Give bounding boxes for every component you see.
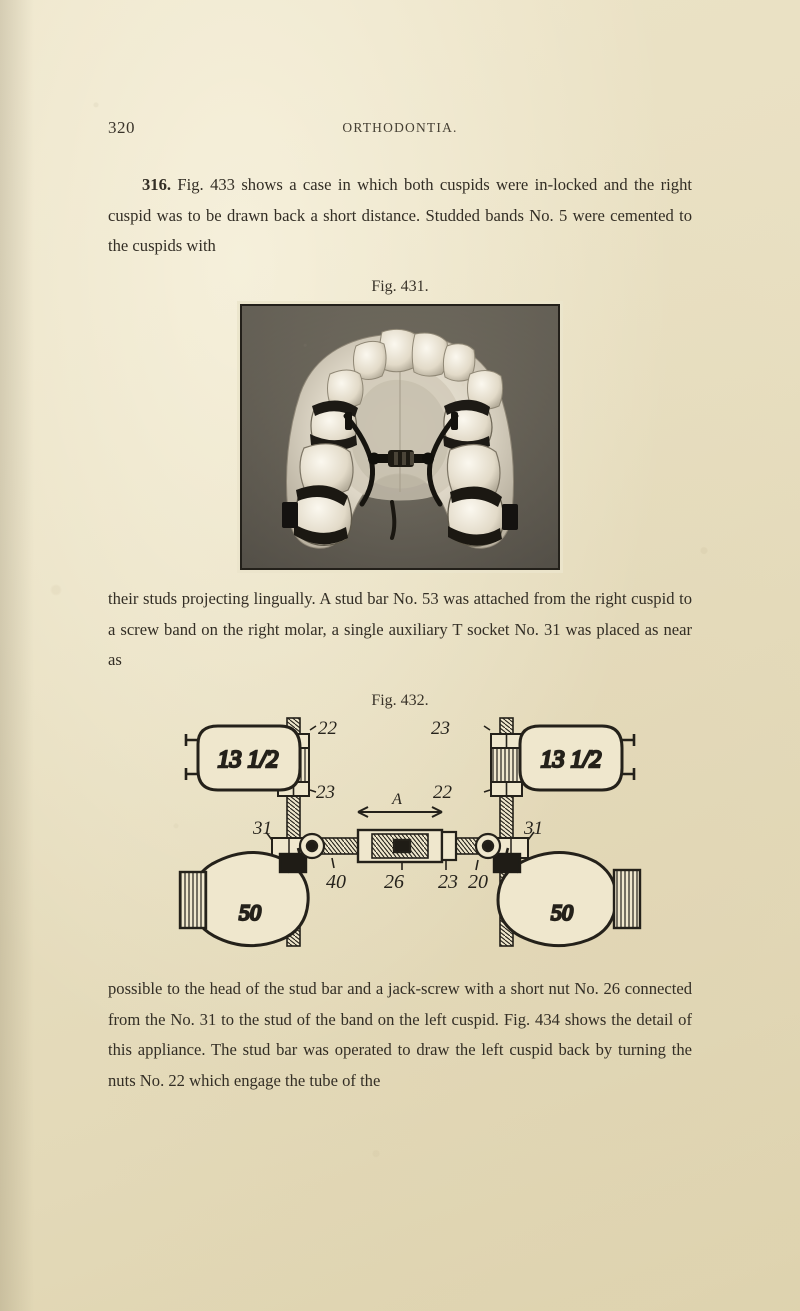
label-band-upper-right: 13 1/2: [541, 747, 602, 773]
label-part-40: 40: [326, 871, 346, 893]
paragraph-316-text: Fig. 433 shows a case in which both cusp…: [108, 175, 692, 255]
label-band-lower-right: 50: [551, 900, 573, 925]
running-title: ORTHODONTIA.: [342, 120, 458, 135]
dental-cast-illustration: [242, 306, 558, 569]
figure-432-caption: Fig. 432.: [371, 692, 429, 710]
label-band-upper-left: 13 1/2: [218, 747, 279, 773]
label-arrow-a: A: [391, 791, 402, 808]
figure-431-wrapper: [108, 304, 692, 571]
section-number: 316.: [142, 175, 172, 194]
running-head: 320 ORTHODONTIA.: [108, 118, 692, 152]
label-nut-upper-left: 22: [318, 718, 338, 739]
figure-432-wrapper: 13 1/2 50: [108, 712, 692, 964]
figure-431-photograph: [240, 304, 560, 571]
page-number: 320: [108, 118, 135, 137]
label-part-23: 23: [438, 871, 458, 893]
label-socket-lower-right: 22: [433, 782, 453, 803]
label-post-right: 31: [523, 818, 543, 839]
label-nut-upper-right: 23: [431, 718, 450, 739]
paragraph-316: 316. Fig. 433 shows a case in which both…: [108, 170, 692, 262]
label-band-lower-left: 50: [239, 900, 261, 925]
figure-432-line-drawing: 13 1/2 50: [178, 717, 642, 948]
label-socket-lower-left: 23: [316, 782, 335, 803]
paragraph-middle: their studs projecting lingually. A stud…: [108, 589, 692, 670]
paragraph-bottom: possible to the head of the stud bar and…: [108, 979, 692, 1090]
figure-431-caption: Fig. 431.: [371, 278, 429, 296]
page-content-column: 320 ORTHODONTIA. 316. Fig. 433 shows a c…: [108, 0, 692, 1113]
halftone-grain: [242, 306, 558, 569]
label-part-26: 26: [384, 871, 404, 893]
label-part-20: 20: [468, 871, 488, 893]
